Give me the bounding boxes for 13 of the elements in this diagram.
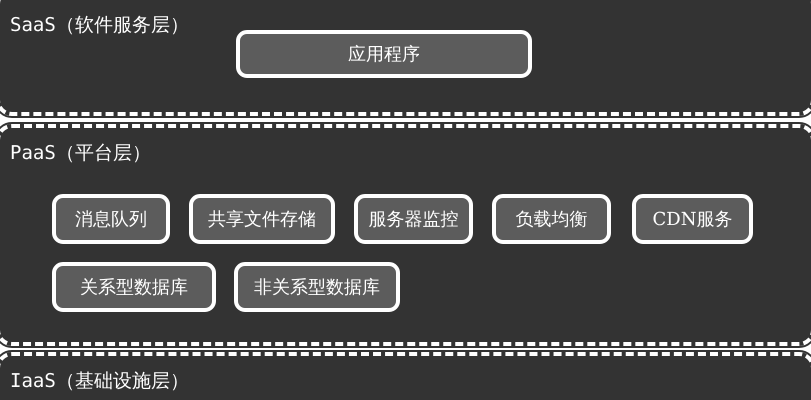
component-box: 非关系型数据库 xyxy=(234,262,400,312)
component-box: 负载均衡 xyxy=(492,194,611,244)
component-box: 关系型数据库 xyxy=(52,262,216,312)
component-box: CDN服务 xyxy=(632,194,753,244)
layer-title: IaaS（基础设施层） xyxy=(10,369,189,394)
component-box: 共享文件存储 xyxy=(189,194,335,244)
layer-title: PaaS（平台层） xyxy=(10,141,151,166)
component-box: 应用程序 xyxy=(236,30,532,78)
layer-title: SaaS（软件服务层） xyxy=(10,13,189,38)
component-box: 服务器监控 xyxy=(354,194,473,244)
component-box: 消息队列 xyxy=(52,194,170,244)
layer-panel xyxy=(0,124,811,346)
layer-panel xyxy=(0,0,811,116)
